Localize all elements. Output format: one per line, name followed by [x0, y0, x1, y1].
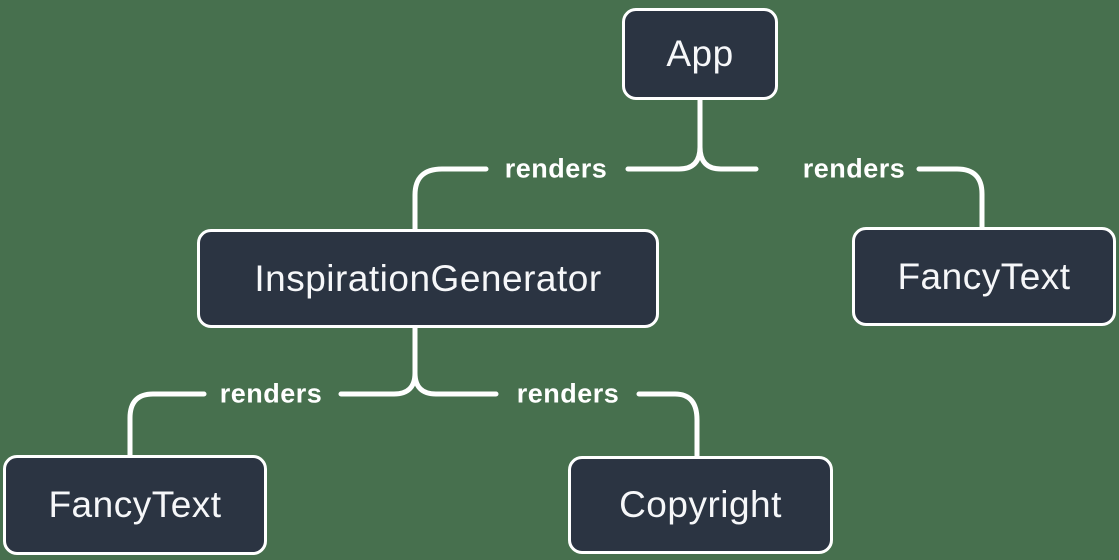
- edge-label-inspiration-generator-fancytext: renders: [219, 378, 323, 409]
- node-copyright-label: Copyright: [619, 484, 782, 525]
- node-fancytext-right-label: FancyText: [897, 255, 1071, 297]
- edge-into-fancytext-right: [916, 166, 985, 232]
- edge-fork-from-inspiration-generator: [338, 324, 499, 397]
- edge-label-app-inspiration-generator: renders: [504, 153, 608, 184]
- edge-label-app-fancytext: renders: [802, 153, 906, 184]
- edge-fork-from-app: [625, 96, 759, 172]
- node-inspiration-generator-label: InspirationGenerator: [254, 257, 602, 299]
- node-fancytext-left: FancyText: [3, 455, 267, 555]
- node-copyright: Copyright: [568, 456, 833, 554]
- edge-into-copyright: [636, 391, 700, 461]
- node-fancytext-left-label: FancyText: [48, 484, 222, 525]
- edge-into-fancytext-left: [127, 391, 207, 460]
- node-app-label: App: [666, 33, 734, 74]
- edge-into-inspiration-generator: [412, 166, 489, 234]
- node-app: App: [622, 8, 778, 100]
- node-fancytext-right: FancyText: [852, 227, 1116, 326]
- edge-label-inspiration-generator-copyright: renders: [516, 378, 620, 409]
- node-inspiration-generator: InspirationGenerator: [197, 229, 659, 328]
